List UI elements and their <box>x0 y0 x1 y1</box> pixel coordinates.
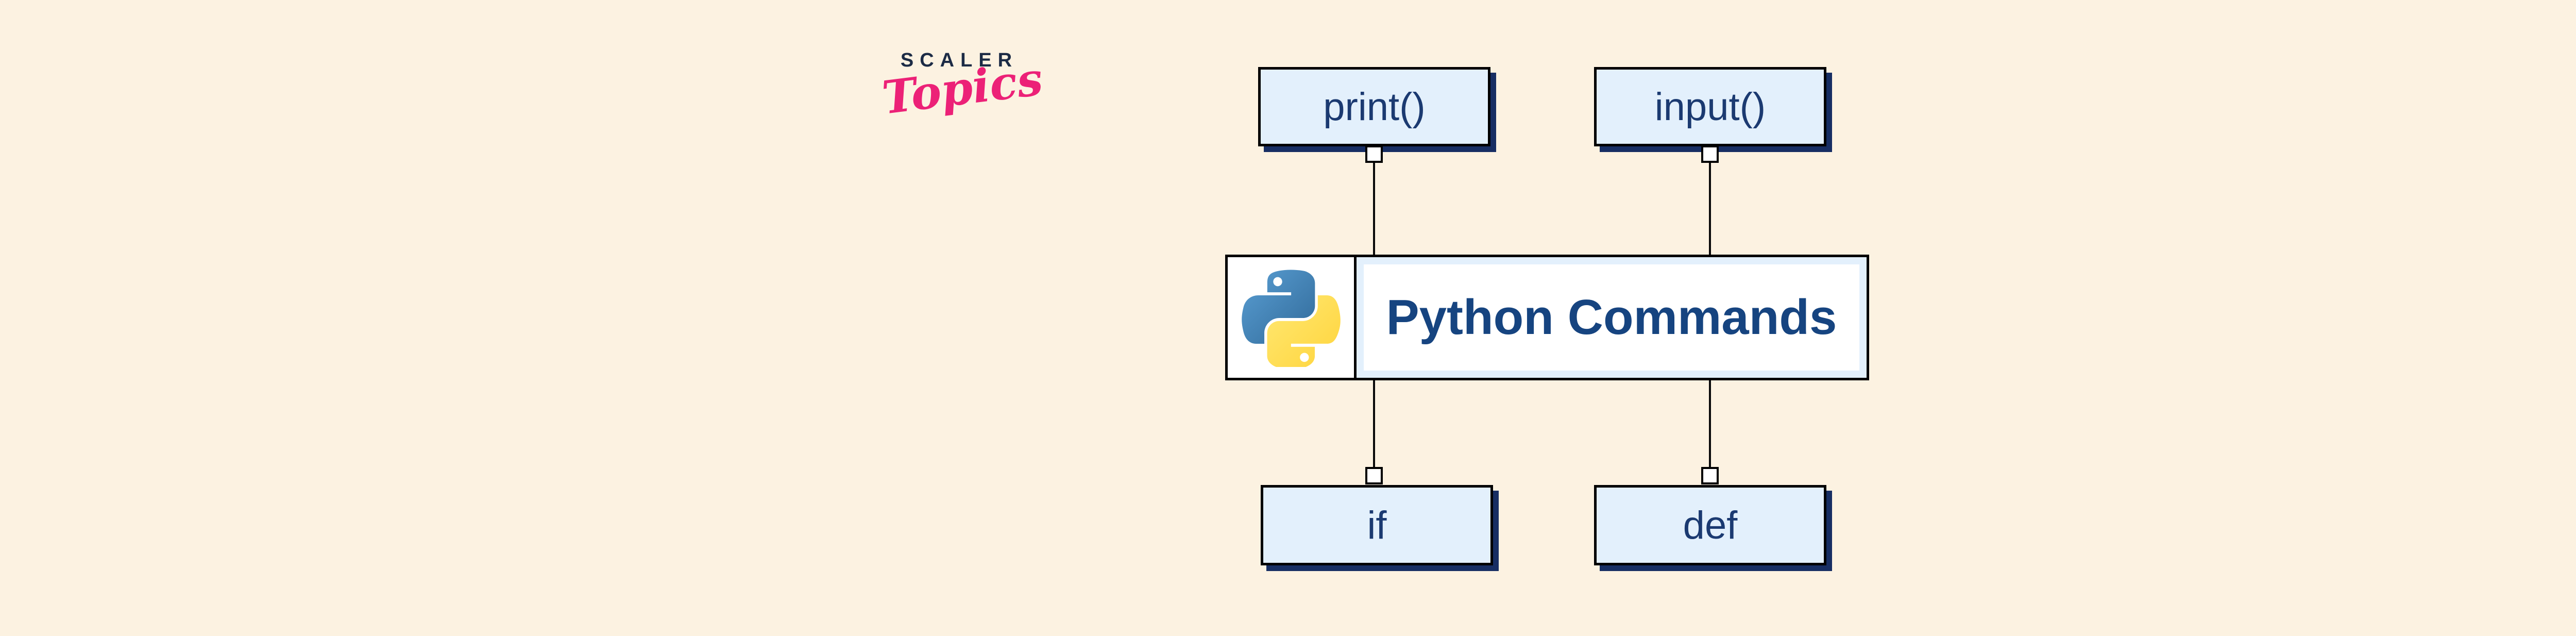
title-panel: Python Commands <box>1364 264 1859 371</box>
node-box-if: if <box>1261 485 1493 565</box>
node-box-input: input() <box>1594 67 1826 146</box>
node-label-if: if <box>1367 503 1387 547</box>
node-label-input: input() <box>1654 85 1766 129</box>
title-cell: Python Commands <box>1357 257 1867 378</box>
central-box: Python Commands <box>1225 255 1869 380</box>
connector-port-if <box>1365 467 1383 484</box>
node-label-def: def <box>1683 503 1738 547</box>
python-logo-icon <box>1241 268 1341 367</box>
connector-port-print <box>1365 145 1383 163</box>
node-box-def: def <box>1594 485 1826 565</box>
python-logo-cell <box>1228 257 1357 378</box>
brand-word: SCALER <box>900 49 1019 71</box>
scaler-topics-logo: SCALER Topics <box>879 49 1046 125</box>
connector-line-def <box>1709 379 1711 468</box>
connector-line-print <box>1373 162 1375 256</box>
diagram-title: Python Commands <box>1386 290 1837 345</box>
node-box-print: print() <box>1258 67 1490 146</box>
connector-port-input <box>1701 145 1719 163</box>
connector-port-def <box>1701 467 1719 484</box>
node-label-print: print() <box>1323 85 1426 129</box>
connector-line-input <box>1709 162 1711 256</box>
connector-line-if <box>1373 379 1375 468</box>
